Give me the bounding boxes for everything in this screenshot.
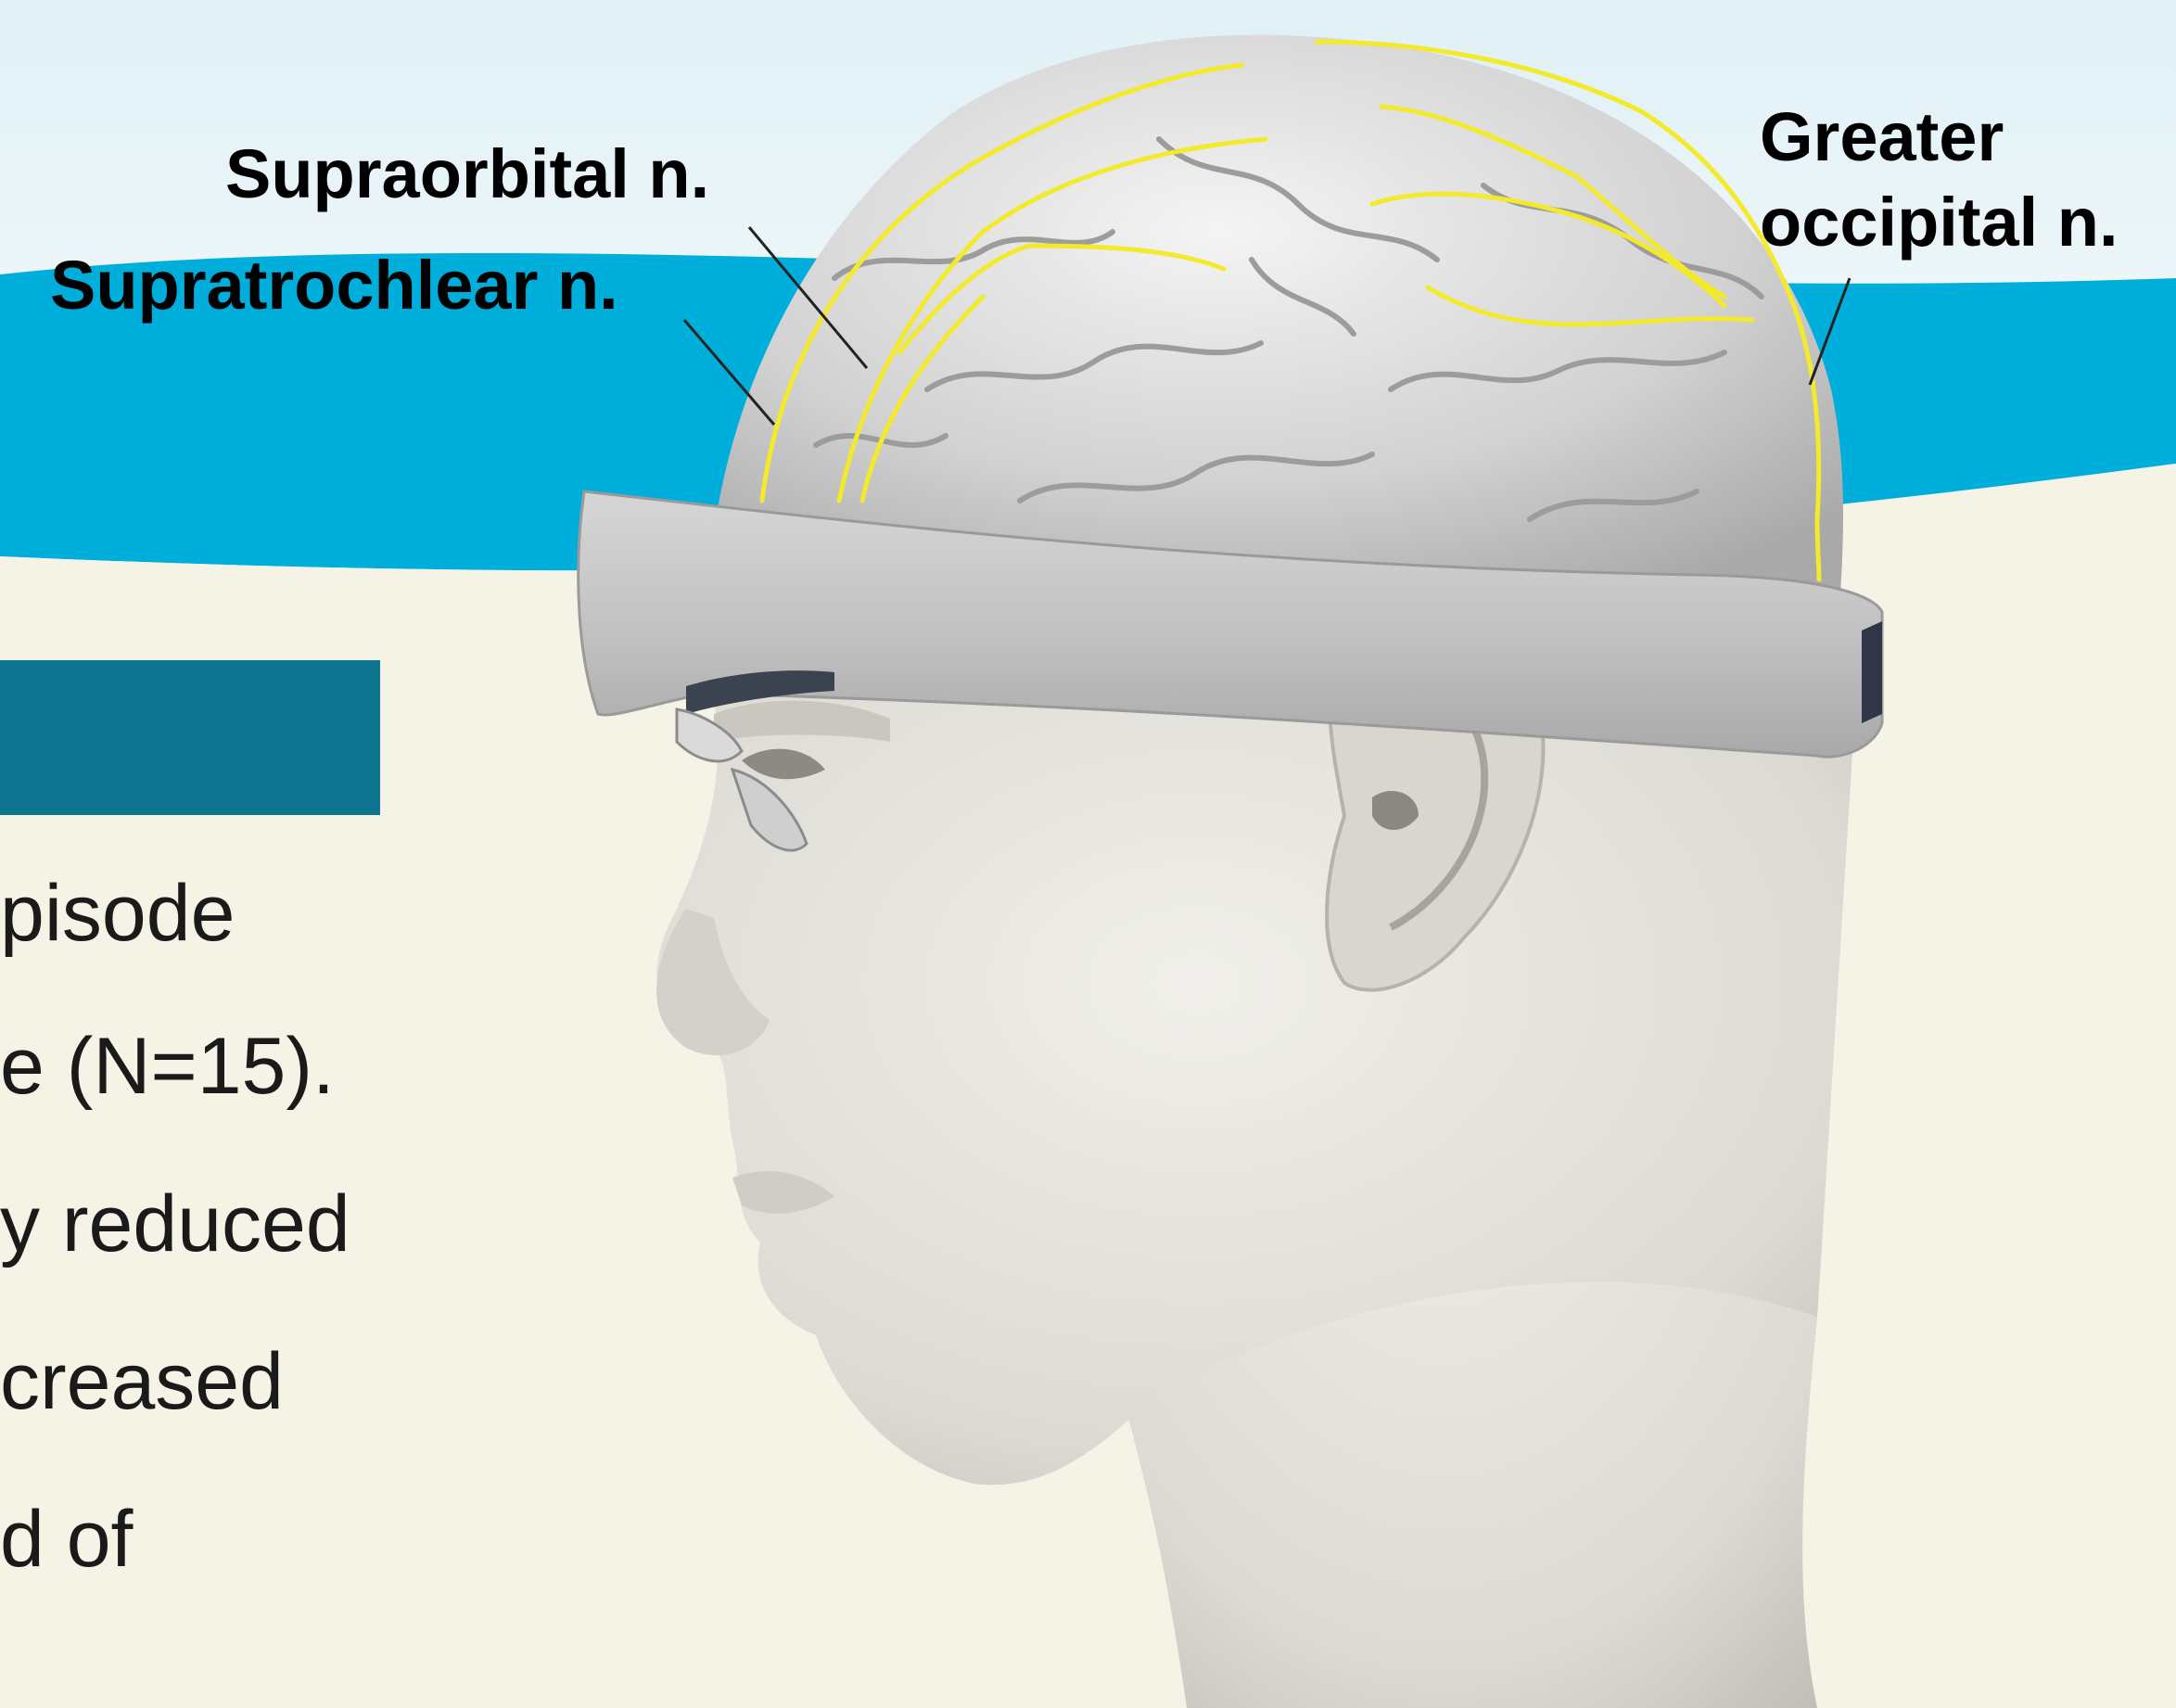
label-greater-occipital-line-1: Greater (1760, 95, 2119, 180)
label-supraorbital-nerve: Supraorbital n. (225, 132, 709, 217)
label-greater-occipital-nerve: Greater occipital n. (1760, 95, 2119, 265)
body-text-line-3: y reduced (0, 1178, 350, 1270)
section-heading-box (0, 660, 380, 815)
label-supratrochlear-nerve: Supratrochlear n. (50, 243, 618, 328)
body-text-line-2: e (N=15). (0, 1020, 335, 1113)
body-text-line-4: creased (0, 1335, 284, 1428)
body-text-line-1: pisode (0, 867, 235, 960)
headband-end-cap (1862, 621, 1882, 723)
body-text-line-5: d of (0, 1493, 133, 1586)
label-greater-occipital-line-2: occipital n. (1760, 180, 2119, 265)
